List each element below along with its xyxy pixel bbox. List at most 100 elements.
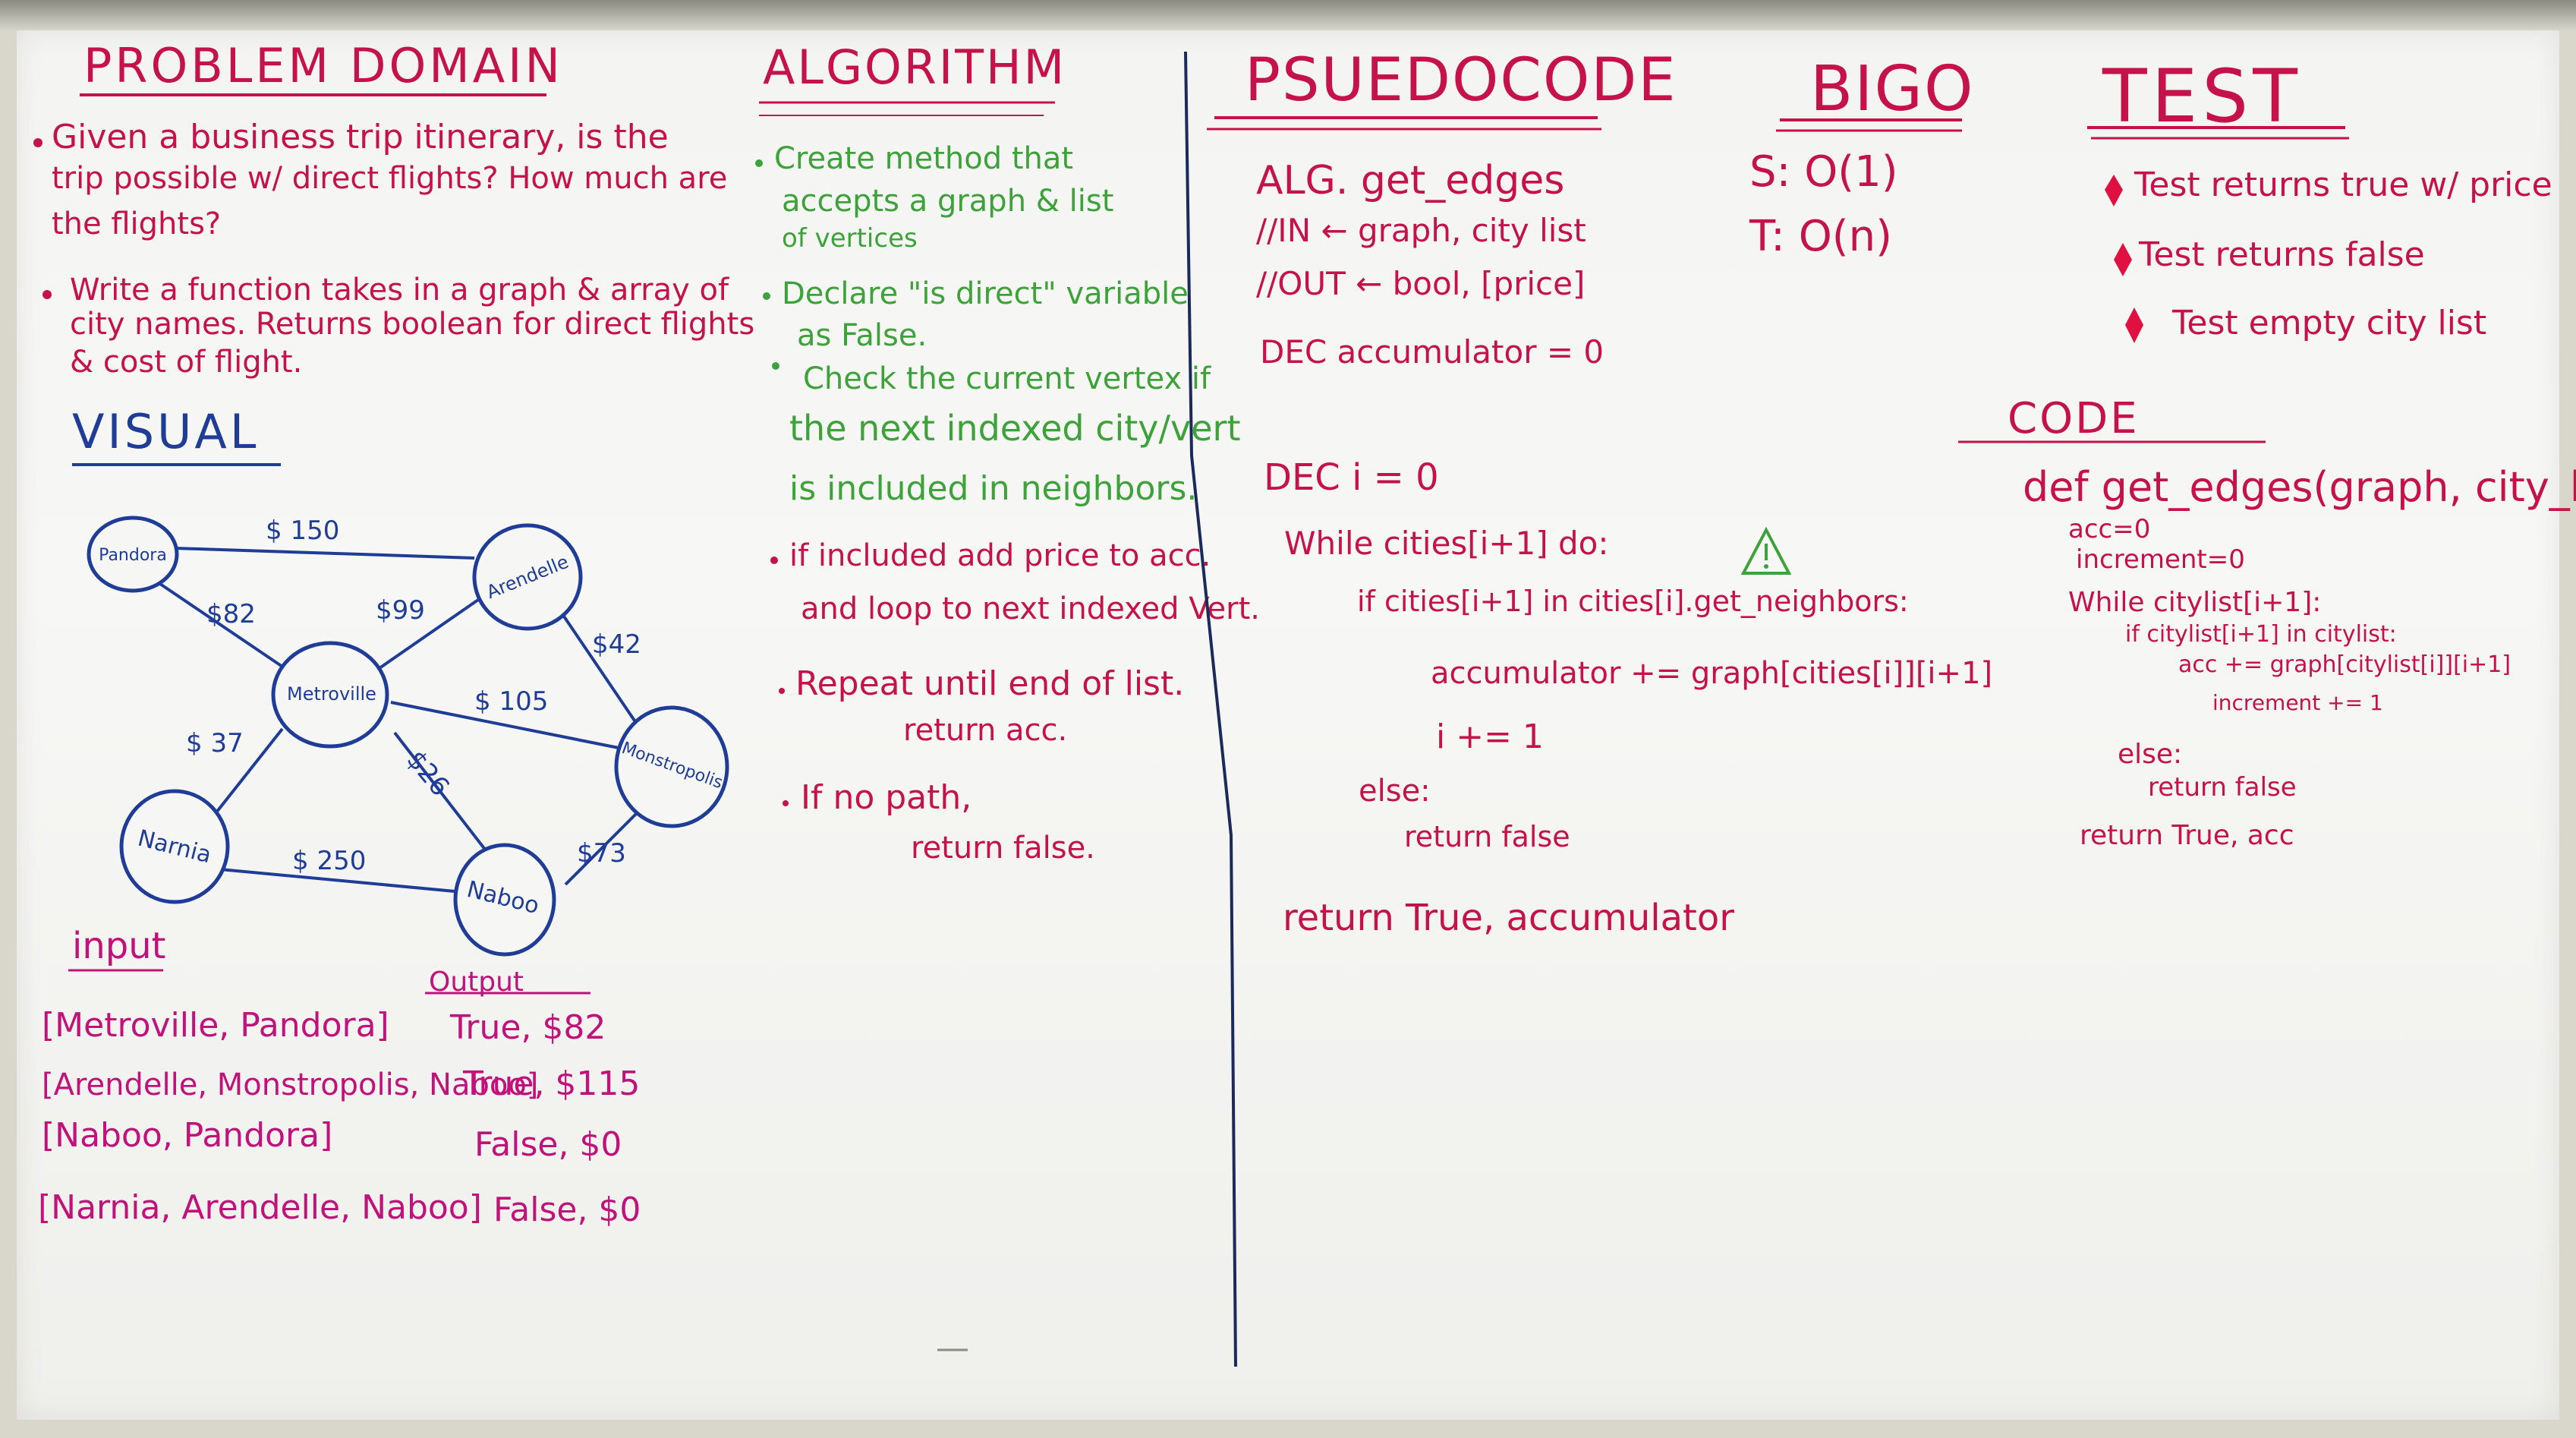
pseudocode-line-5: DEC i = 0 [1264,456,1439,499]
edge-label-metroville-naboo: $26 [401,745,455,802]
node-label-metroville: Metroville [287,683,376,705]
io-row-2-output: True, $115 [462,1064,640,1103]
pseudocode-line-2: //IN ← graph, city list [1256,212,1586,249]
algorithm-step-6-line-2: return false. [911,831,1095,866]
algorithm-step-3-line-1: Check the current vertex if [803,361,1211,396]
code-line-6: acc += graph[citylist[i]][i+1] [2178,651,2511,678]
node-arendelle [472,523,583,631]
edge-label-metroville-arendelle: $99 [376,595,425,626]
algorithm-step-4-line-1: if included add price to acc. [789,538,1211,573]
problem-domain-bullet-1-line-2: trip possible w/ direct flights? How muc… [52,161,727,196]
code-line-2: acc=0 [2068,514,2150,544]
node-monstropolis [614,705,729,828]
graph-edges [154,547,647,894]
pseudocode-line-9: i += 1 [1436,717,1544,756]
code-line-3: increment=0 [2076,544,2245,575]
bigo-time: T: O(n) [1749,212,1892,261]
algorithm-section: ALGORITHM Create method that accepts a g… [755,39,1260,866]
algorithm-step-2-line-1: Declare "is direct" variable [782,276,1189,311]
pseudocode-line-10: else: [1359,774,1431,809]
pseudocode-heading: PSUEDOCODE [1245,46,1677,115]
edge-label-pandora-metroville: $82 [206,599,256,629]
algorithm-step-3-line-2: the next indexed city/vert [789,408,1241,449]
bullet-diamond-icon [2125,307,2143,343]
problem-domain-bullet-2-line-2: city names. Returns boolean for direct f… [70,307,754,342]
bigo-section: BIGO S: O(1) T: O(n) [1749,53,1975,261]
problem-domain-bullet-2-line-3: & cost of flight. [70,345,302,380]
node-naboo [453,843,556,957]
test-item-3-label: Test empty city list [2171,304,2486,342]
edge-label-narnia-naboo: $ 250 [292,846,366,876]
whiteboard-frame-top [0,0,2576,30]
test-item-2: Test returns false [2114,235,2425,276]
algorithm-heading: ALGORITHM [763,39,1066,95]
io-row-2-input: [Arendelle, Monstropolis, Naboo] [42,1067,538,1102]
input-heading: input [72,925,165,967]
node-metroville [271,641,389,749]
io-row-1-input: [Metroville, Pandora] [42,1006,389,1045]
node-label-pandora: Pandora [99,546,167,565]
test-item-1-label: Test returns true w/ price [2134,166,2552,204]
visual-heading: VISUAL [72,404,259,459]
node-narnia [119,789,230,904]
algorithm-step-5-line-1: Repeat until end of list. [795,664,1184,703]
code-line-7: increment += 1 [2212,690,2383,715]
test-item-2-label: Test returns false [2138,235,2425,274]
bullet-diamond-icon [2105,175,2123,207]
pseudocode-line-1: ALG. get_edges [1256,158,1564,203]
problem-domain-heading: PROBLEM DOMAIN [83,38,563,93]
problem-domain-bullet-2-line-1: Write a function takes in a graph & arra… [70,273,729,307]
pseudocode-line-3: //OUT ← bool, [price] [1256,265,1585,302]
problem-domain-bullet-1-line-1: Given a business trip itinerary, is the [52,118,669,156]
test-item-1: Test returns true w/ price [2105,166,2552,207]
visual-section: VISUAL Pandora Arendelle Metroville Mo [72,404,729,957]
code-line-10: return True, acc [2080,820,2294,851]
bigo-heading: BIGO [1810,53,1975,125]
edge-label-arendelle-monstropolis: $42 [592,629,641,660]
pseudocode-line-12: return True, accumulator [1283,897,1734,939]
edge-label-metroville-monstropolis: $ 105 [474,686,548,717]
node-pandora [87,516,179,593]
code-line-5: if citylist[i+1] in citylist: [2125,621,2397,648]
algorithm-step-3-line-3: is included in neighbors. [789,469,1197,508]
pseudocode-section: PSUEDOCODE ALG. get_edges //IN ← graph, … [1207,46,1992,939]
code-line-1: def get_edges(graph, city_list): [2023,463,2576,511]
io-row-4-input: [Narnia, Arendelle, Naboo] [38,1188,482,1227]
edge-label-metroville-narnia: $ 37 [186,728,244,758]
whiteboard-surface [17,30,2559,1420]
io-row-1-output: True, $82 [449,1008,606,1047]
graph-nodes [87,516,729,957]
edge-label-monstropolis-naboo: $73 [577,838,626,869]
problem-domain-section: PROBLEM DOMAIN Given a business trip iti… [33,38,754,380]
algorithm-step-1-line-1: Create method that [774,141,1073,176]
io-row-3-input: [Naboo, Pandora] [42,1116,332,1155]
code-line-8: else: [2118,739,2182,770]
algorithm-step-6-line-1: If no path, [801,778,972,817]
code-heading: CODE [2008,394,2140,443]
test-heading: TEST [2102,54,2302,139]
algorithm-step-4-line-2: and loop to next indexed Vert. [801,591,1260,626]
pseudocode-line-11: return false [1404,820,1570,853]
pseudocode-line-8: accumulator += graph[cities[i]][i+1] [1431,656,1992,691]
pseudocode-line-4: DEC accumulator = 0 [1260,333,1604,371]
pseudocode-line-7: if cities[i+1] in cities[i].get_neighbor… [1357,585,1909,618]
code-line-4: While citylist[i+1]: [2068,587,2321,618]
test-section: TEST Test returns true w/ price Test ret… [2087,54,2552,343]
io-row-3-output: False, $0 [474,1125,622,1164]
edge-label-pandora-arendelle: $ 150 [266,516,339,546]
input-output-section: input Output [Metroville, Pandora] True,… [38,925,641,1229]
algorithm-step-5-line-2: return acc. [903,713,1067,748]
section-divider-line [1184,51,1237,1367]
bigo-space: S: O(1) [1749,147,1898,197]
problem-domain-bullet-1-line-3: the flights? [52,207,221,241]
algorithm-step-1-line-3: of vertices [782,223,918,254]
warning-triangle-icon [1740,526,1792,575]
algorithm-step-2-line-2: as False. [797,318,927,353]
algorithm-step-1-line-2: accepts a graph & list [782,184,1113,219]
io-row-4-output: False, $0 [493,1190,641,1229]
pseudocode-line-6: While cities[i+1] do: [1284,525,1609,562]
code-line-9: return false [2148,772,2297,803]
test-item-3: Test empty city list [2125,304,2486,343]
code-section: CODE def get_edges(graph, city_list): ac… [1958,394,2576,851]
